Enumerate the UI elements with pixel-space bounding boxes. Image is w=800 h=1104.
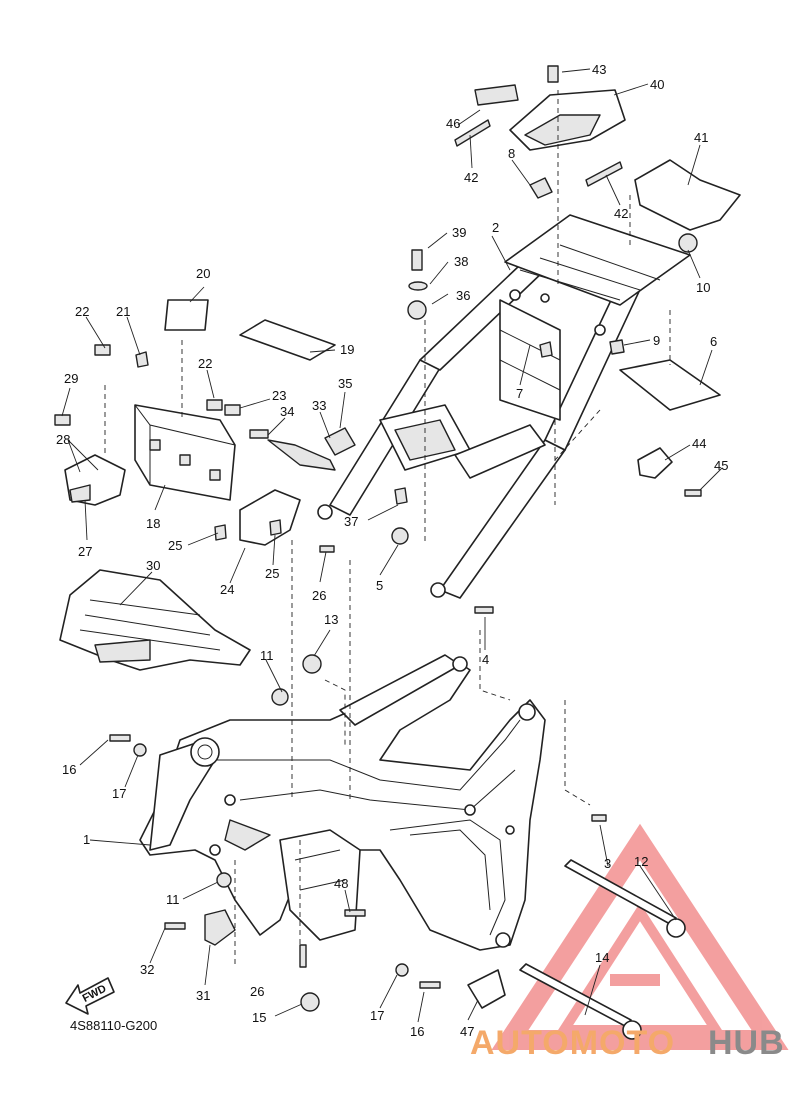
watermark-logo [491, 823, 789, 1050]
battery-box [134, 404, 236, 501]
callout-19: 19 [340, 342, 354, 357]
callout-41: 41 [694, 130, 708, 145]
callout-42-right: 42 [614, 206, 628, 221]
callout-15: 15 [252, 1010, 266, 1025]
callout-23: 23 [272, 388, 286, 403]
callout-30: 30 [146, 558, 160, 573]
callout-22-right: 22 [198, 356, 212, 371]
under-tray [59, 569, 251, 671]
rear-bracket-40 [509, 89, 626, 151]
callout-42-left: 42 [464, 170, 478, 185]
assembly-lines [104, 90, 671, 965]
battery-band [239, 319, 336, 361]
callout-6: 6 [710, 334, 717, 349]
callout-7: 7 [516, 386, 523, 401]
rear-cover-41 [634, 159, 741, 231]
fwd-arrow: FWD [65, 977, 115, 1015]
callout-20: 20 [196, 266, 210, 281]
bracket-27 [64, 454, 126, 506]
callout-47: 47 [460, 1024, 474, 1039]
callout-5: 5 [376, 578, 383, 593]
leader-lines [61, 68, 723, 1023]
callout-11-bottom: 11 [166, 892, 180, 907]
callout-27: 27 [78, 544, 92, 559]
plate-6 [619, 359, 721, 411]
callout-10: 10 [696, 280, 710, 295]
callout-32: 32 [140, 962, 154, 977]
callout-18: 18 [146, 516, 160, 531]
main-frame [139, 654, 546, 951]
callout-38: 38 [454, 254, 468, 269]
callout-14: 14 [595, 950, 609, 965]
callout-26-top: 26 [312, 588, 326, 603]
callout-1: 1 [83, 832, 90, 847]
callout-33: 33 [312, 398, 326, 413]
callout-16-bottom: 16 [410, 1024, 424, 1039]
callout-45: 45 [714, 458, 728, 473]
callout-31: 31 [196, 988, 210, 1003]
callout-13: 13 [324, 612, 338, 627]
callout-22-left: 22 [75, 304, 89, 319]
callout-3: 3 [604, 856, 611, 871]
callout-35: 35 [338, 376, 352, 391]
callout-17-bottom: 17 [370, 1008, 384, 1023]
callout-4: 4 [482, 652, 489, 667]
battery-pad [164, 299, 209, 331]
callout-34: 34 [280, 404, 294, 419]
rear-frame [317, 214, 691, 599]
callout-37: 37 [344, 514, 358, 529]
callout-12: 12 [634, 854, 648, 869]
callout-9: 9 [653, 333, 660, 348]
callout-11-top: 11 [260, 648, 274, 663]
bracket-47 [467, 969, 506, 1009]
callout-28: 28 [56, 432, 70, 447]
bracket-44 [637, 447, 673, 479]
callout-labels: 1 2 3 4 5 6 7 8 9 10 11 11 12 13 14 15 1… [56, 62, 728, 1039]
callout-40: 40 [650, 77, 664, 92]
callout-25-left: 25 [168, 538, 182, 553]
callout-24: 24 [220, 582, 234, 597]
hardware [54, 65, 702, 1012]
watermark-text: AUTOMOTO HUB [470, 1024, 785, 1062]
callout-48: 48 [334, 876, 348, 891]
callout-29: 29 [64, 371, 78, 386]
callout-46: 46 [446, 116, 460, 131]
watermark-auto: AUTOMOTO [470, 1024, 675, 1062]
callout-2: 2 [492, 220, 499, 235]
bracket-24 [239, 489, 301, 546]
callout-25-right: 25 [265, 566, 279, 581]
callout-36: 36 [456, 288, 470, 303]
callout-21: 21 [116, 304, 130, 319]
diagram-code: 4S88110-G200 [70, 1018, 157, 1033]
callout-39: 39 [452, 225, 466, 240]
callout-43: 43 [592, 62, 606, 77]
callout-16-left: 16 [62, 762, 76, 777]
callout-17-left: 17 [112, 786, 126, 801]
callout-26-bottom: 26 [250, 984, 264, 999]
shaft-12 [564, 859, 686, 938]
watermark-hub: HUB [708, 1024, 785, 1062]
callout-8: 8 [508, 146, 515, 161]
shaft-14 [519, 963, 642, 1040]
callout-44: 44 [692, 436, 706, 451]
